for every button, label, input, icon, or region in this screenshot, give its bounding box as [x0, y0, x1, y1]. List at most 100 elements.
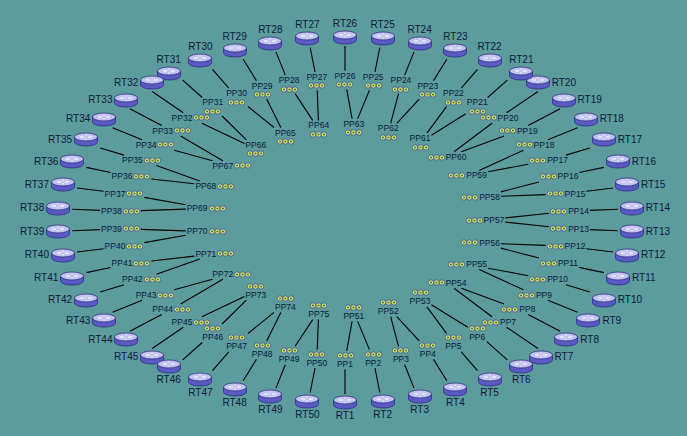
node-label: PP59	[466, 171, 487, 180]
router-icon	[332, 395, 358, 410]
router-icon	[477, 372, 503, 387]
router-node: RT44	[88, 332, 139, 347]
link-line	[347, 321, 352, 351]
pp-cluster-icon	[365, 351, 382, 358]
router-icon	[551, 93, 577, 108]
node-label: RT28	[258, 25, 282, 35]
node-label: RT5	[480, 388, 499, 398]
pp-cluster-icon	[461, 194, 478, 201]
pp-node: PP27	[306, 73, 327, 90]
link-line	[566, 148, 590, 155]
router-icon	[370, 394, 396, 409]
pp-cluster-icon	[123, 208, 140, 215]
node-label: PP50	[306, 359, 327, 368]
pp-node: PP8	[501, 305, 535, 314]
pp-node: PP12	[547, 242, 586, 251]
router-icon	[50, 248, 76, 263]
node-label: RT35	[48, 135, 72, 145]
node-label: PP62	[378, 124, 399, 133]
router-icon	[508, 66, 534, 81]
node-label: PP75	[308, 310, 329, 319]
pp-cluster-icon	[516, 141, 533, 148]
router-icon	[573, 112, 599, 127]
pp-cluster-icon	[308, 82, 325, 89]
node-label: PP68	[195, 182, 216, 191]
pp-node: PP43	[136, 291, 175, 300]
pp-cluster-icon	[247, 150, 264, 157]
router-node: RT47	[187, 372, 213, 398]
pp-cluster-icon	[277, 295, 294, 302]
node-label: RT45	[114, 352, 138, 362]
pp-node: PP32	[172, 114, 211, 123]
node-label: PP14	[568, 207, 589, 216]
router-icon	[187, 53, 213, 68]
router-icon	[91, 112, 117, 127]
pp-node: PP29	[252, 82, 273, 99]
router-icon	[222, 382, 248, 397]
router-icon	[614, 177, 640, 192]
node-label: RT17	[618, 135, 642, 145]
node-label: PP36	[112, 172, 133, 181]
node-label: PP40	[105, 242, 126, 251]
pp-cluster-icon	[345, 129, 362, 136]
router-icon	[619, 224, 645, 239]
router-icon	[332, 30, 358, 45]
node-label: PP41	[112, 259, 133, 268]
router-icon	[477, 53, 503, 68]
pp-cluster-icon	[466, 217, 483, 224]
link-line	[222, 300, 246, 324]
link-line	[152, 92, 183, 113]
pp-node: PP1	[337, 352, 354, 369]
node-label: PP16	[558, 172, 579, 181]
link-line	[579, 167, 603, 172]
pp-cluster-icon	[540, 173, 557, 180]
pp-cluster-icon	[126, 190, 143, 197]
node-label: PP3	[393, 355, 409, 364]
pp-cluster-icon	[234, 271, 251, 278]
pp-node: PP20	[480, 114, 519, 123]
link-line	[181, 136, 223, 161]
router-node: RT13	[619, 224, 670, 239]
node-label: RT42	[48, 295, 72, 305]
pp-cluster-icon	[419, 91, 436, 98]
pp-cluster-icon	[365, 82, 382, 89]
pp-node: PP61	[410, 134, 431, 151]
link-line	[505, 213, 549, 218]
link-line	[156, 259, 199, 274]
pp-cluster-icon	[277, 138, 294, 145]
node-label: RT29	[222, 32, 246, 42]
link-line	[317, 90, 318, 120]
node-label: PP28	[279, 76, 300, 85]
link-line	[461, 288, 504, 304]
pp-cluster-icon	[547, 190, 564, 197]
node-label: RT4	[446, 398, 465, 408]
node-label: RT50	[295, 410, 319, 420]
router-icon	[91, 313, 117, 328]
pp-node: PP10	[529, 275, 568, 284]
pp-cluster-icon	[550, 208, 567, 215]
router-node: RT18	[573, 112, 624, 127]
pp-node: PP49	[279, 347, 300, 364]
pp-node: PP66	[245, 141, 266, 158]
link-line	[431, 305, 467, 328]
node-label: PP46	[202, 333, 223, 342]
link-line	[427, 307, 447, 334]
link-line	[358, 90, 370, 119]
pp-node: PP24	[391, 76, 412, 93]
router-icon	[294, 31, 320, 46]
pp-node: PP3	[392, 347, 409, 364]
pp-node: PP36	[112, 172, 151, 181]
link-line	[100, 148, 124, 155]
pp-cluster-icon	[501, 306, 518, 313]
pp-cluster-icon	[157, 141, 174, 148]
node-label: RT47	[188, 388, 212, 398]
node-label: PP37	[105, 190, 126, 199]
router-icon	[442, 382, 468, 397]
node-label: RT1	[336, 411, 355, 421]
node-label: PP55	[466, 260, 487, 269]
link-line	[405, 52, 414, 75]
node-label: RT43	[66, 316, 90, 326]
router-icon	[139, 75, 165, 90]
node-label: RT11	[632, 273, 656, 283]
